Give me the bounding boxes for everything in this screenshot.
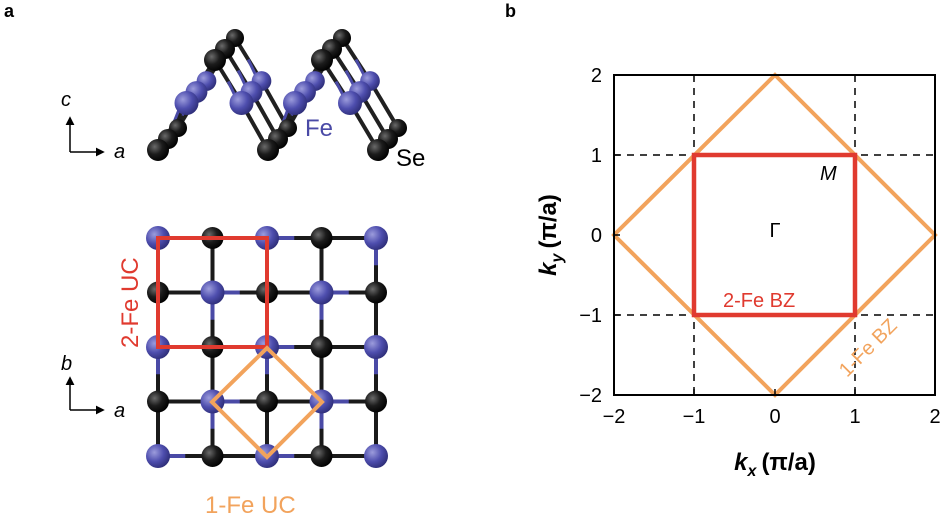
fe-label: Fe [305, 115, 333, 142]
y-axis-unit: (π/a) [535, 194, 562, 248]
two-fe-unit-cell [156, 236, 269, 349]
x-tick-label: 0 [769, 406, 780, 428]
se-atom [365, 390, 387, 413]
x-axis-subscript: x [747, 463, 758, 480]
se-atom [147, 139, 169, 161]
x-tick-label: 1 [849, 406, 860, 428]
fe-atom [338, 91, 362, 115]
a-axis-label-top: a [114, 400, 125, 422]
fe-atom [364, 335, 388, 359]
y-tick-label: 2 [591, 65, 602, 87]
x-axis-symbol: k [734, 449, 749, 476]
side-view-atoms [147, 28, 408, 161]
panel-a-letter: a [4, 1, 15, 21]
fe-atom [283, 91, 307, 115]
axis-ticks [614, 154, 856, 395]
x-axis-title: kx(π/a) [734, 449, 816, 480]
fe-atom [309, 280, 334, 305]
two-fe-bz-square [691, 152, 858, 318]
two-fe-uc-label: 2-Fe UC [117, 257, 144, 348]
two-fe-bz-label: 2-Fe BZ [723, 290, 795, 312]
se-atom [257, 139, 279, 161]
y-tick-label: 1 [591, 145, 602, 167]
y-axis-title: ky (π/a) [535, 194, 566, 276]
se-atom [147, 390, 169, 413]
y-axis-subscript: y [549, 252, 566, 263]
se-label: Se [396, 145, 425, 172]
x-tick-label: −1 [683, 406, 706, 428]
se-atom [367, 139, 389, 161]
a-axis-label-side: a [114, 141, 125, 163]
se-atom [310, 227, 333, 249]
se-atom [256, 390, 278, 413]
side-view-structure [147, 28, 408, 161]
x-axis-unit: (π/a) [761, 449, 815, 476]
b-axis-label: b [61, 353, 72, 375]
top-view-axes: b a [61, 353, 125, 422]
y-tick-label: −2 [579, 385, 602, 407]
fe-atom [364, 226, 388, 250]
m-point-label: M [820, 163, 837, 185]
se-atom [201, 445, 224, 467]
one-fe-unit-cell [209, 345, 325, 460]
gamma-point-label: Γ [769, 220, 780, 242]
fe-atom [146, 444, 170, 468]
x-tick-label: 2 [929, 406, 940, 428]
fe-atom [364, 444, 388, 468]
fe-atom [174, 91, 199, 115]
y-axis-symbol: k [535, 261, 562, 276]
x-tick-labels: −2 −1 0 1 2 [603, 406, 941, 428]
fe-atom [200, 280, 225, 305]
side-view-axes: c a [61, 89, 125, 163]
se-atom [204, 49, 226, 71]
fe-atom [229, 91, 254, 115]
c-axis-label: c [61, 89, 71, 111]
y-tick-label: 0 [591, 225, 602, 247]
se-atom [365, 281, 387, 304]
brillouin-zone-plot: −2 −1 0 1 2 2 1 0 −1 −2 M Γ 2-Fe BZ 1-Fe… [535, 65, 941, 480]
x-tick-label: −2 [603, 406, 626, 428]
one-fe-uc-label: 1-Fe UC [205, 492, 296, 519]
y-tick-labels: 2 1 0 −1 −2 [579, 65, 602, 407]
panel-b-letter: b [505, 1, 516, 21]
se-atom [310, 445, 333, 467]
se-atom [310, 336, 333, 358]
y-tick-label: −1 [579, 305, 602, 327]
se-atom [311, 49, 333, 71]
